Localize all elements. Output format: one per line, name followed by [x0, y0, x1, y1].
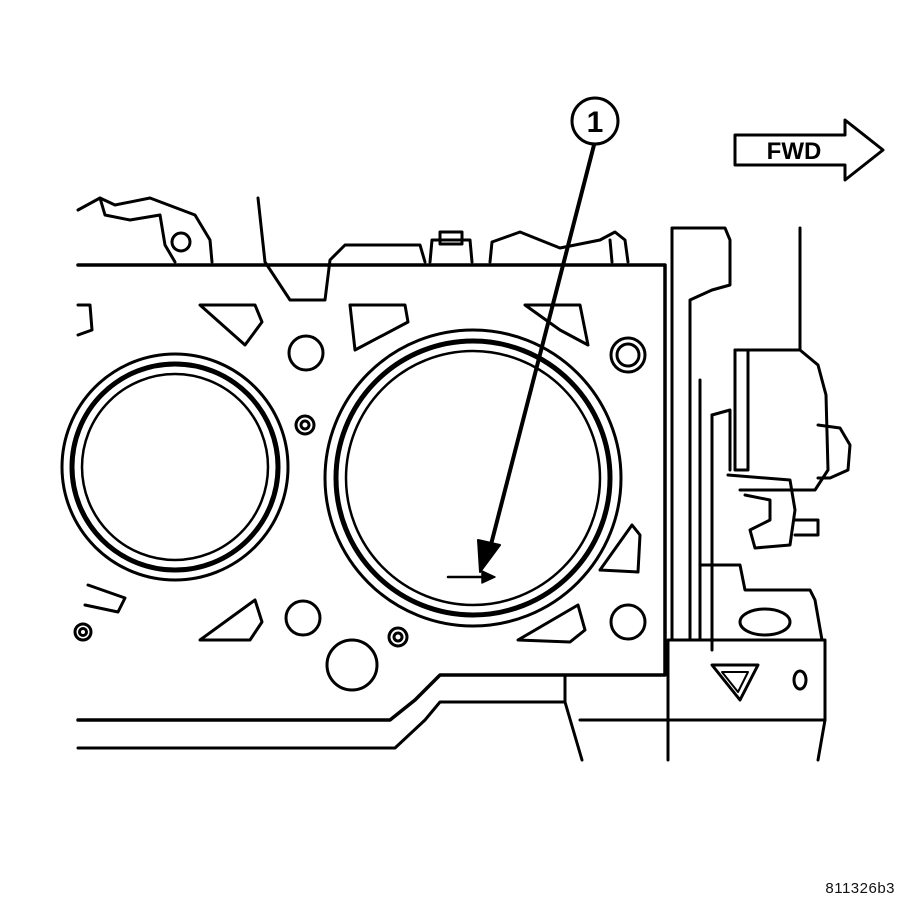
- coolant-slot: [76, 303, 94, 337]
- cylinder-bore-left: [60, 352, 290, 582]
- oil-hole: [78, 627, 88, 637]
- piston-mark-arrow: [446, 570, 496, 584]
- oil-hole: [387, 626, 409, 648]
- coolant-slot: [198, 303, 264, 347]
- coolant-slot: [83, 583, 127, 614]
- oil-hole: [299, 419, 311, 431]
- bolt-hole: [609, 336, 647, 374]
- head-gasket: [60, 263, 667, 750]
- oil-hole: [392, 631, 404, 643]
- forward-direction-arrow: FWD: [733, 118, 885, 182]
- engine-block-upper: [76, 196, 630, 302]
- bolt-hole: [609, 603, 647, 641]
- coolant-slot: [348, 303, 410, 352]
- callout-1: 1: [570, 96, 620, 146]
- bolt-hole: [325, 638, 379, 692]
- cylinder-bore-center: [323, 328, 623, 628]
- coolant-slot: [523, 303, 590, 347]
- coolant-slot: [598, 523, 642, 574]
- oil-hole: [294, 414, 316, 436]
- direction-label: FWD: [767, 138, 822, 165]
- oil-hole: [73, 622, 93, 642]
- bolt-hole: [615, 342, 641, 368]
- callout-number: 1: [587, 106, 604, 139]
- timing-cover-assembly: [563, 226, 852, 762]
- coolant-slot: [516, 603, 587, 644]
- figure-id: 811326b3: [825, 880, 895, 897]
- pointer-arrow: [477, 143, 596, 573]
- coolant-slot: [198, 598, 264, 642]
- bolt-hole: [284, 599, 322, 637]
- bolt-hole: [287, 334, 325, 372]
